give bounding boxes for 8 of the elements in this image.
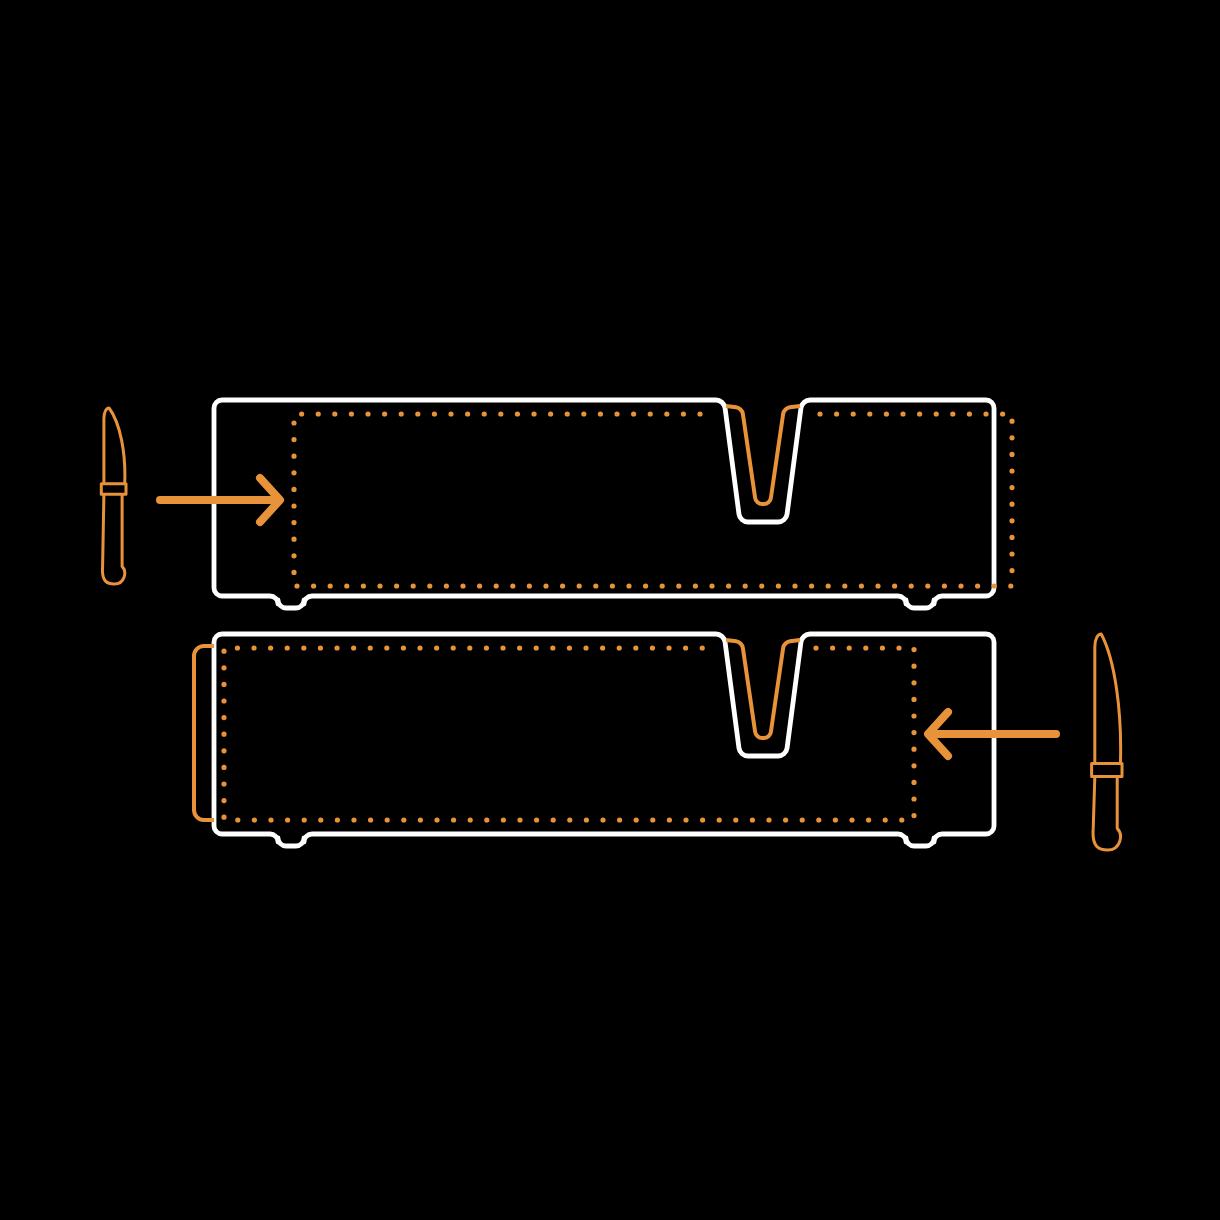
sharpener-drawing: [192, 631, 997, 849]
dotted-outline: [291, 411, 1015, 589]
dotted-outline: [221, 645, 917, 823]
arrow: [156, 474, 284, 526]
knife-drawing: [99, 406, 128, 586]
arrow: [924, 708, 1060, 760]
sharpener-drawing: [211, 397, 997, 611]
knife-drawing: [1090, 632, 1124, 852]
